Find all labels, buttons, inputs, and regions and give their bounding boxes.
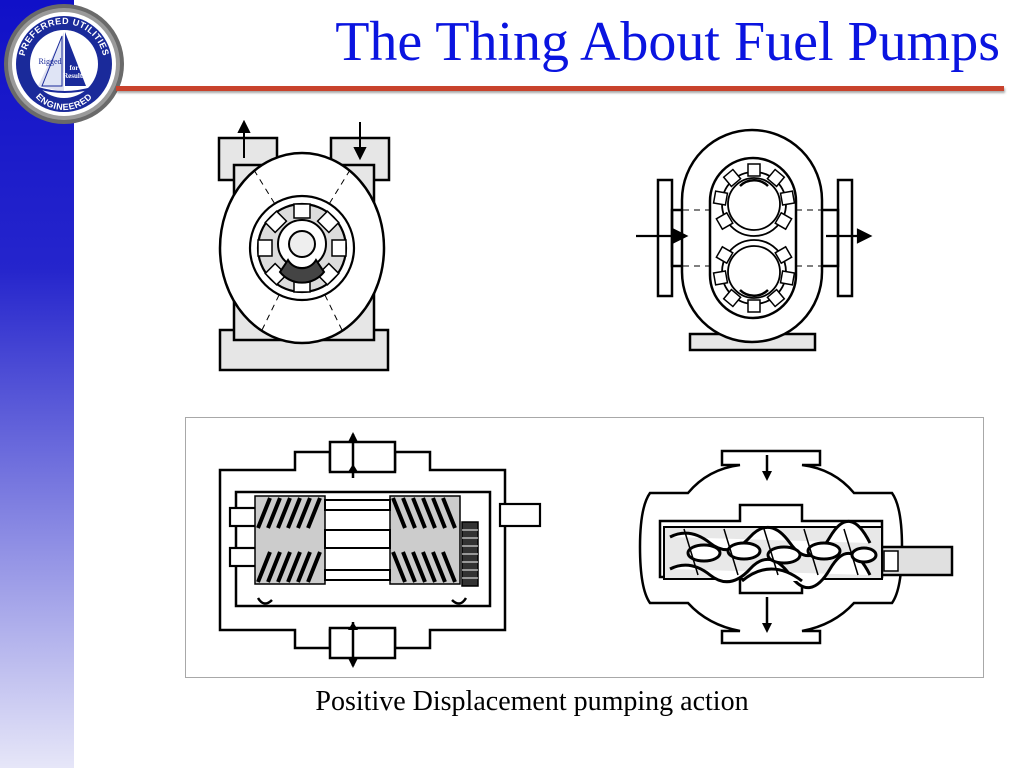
title-underline-rule <box>116 86 1004 91</box>
logo-for: for <box>70 64 79 72</box>
logo-rigged: Rigged <box>38 57 61 66</box>
internal-gear-pump-diagram <box>217 120 391 372</box>
figure-caption: Positive Displacement pumping action <box>315 686 749 717</box>
twin-screw-pump-diagram <box>218 432 542 668</box>
sidebar-gradient-bar <box>0 0 74 768</box>
external-gear-pump-diagram <box>636 128 873 352</box>
logo-results: Results <box>63 72 85 80</box>
slide-title: The Thing About Fuel Pumps <box>335 11 1000 73</box>
preferred-utilities-logo: PREFERRED UTILITIES ENGINEERED Rigged fo… <box>4 4 124 124</box>
progressive-cavity-pump-diagram <box>638 449 954 645</box>
